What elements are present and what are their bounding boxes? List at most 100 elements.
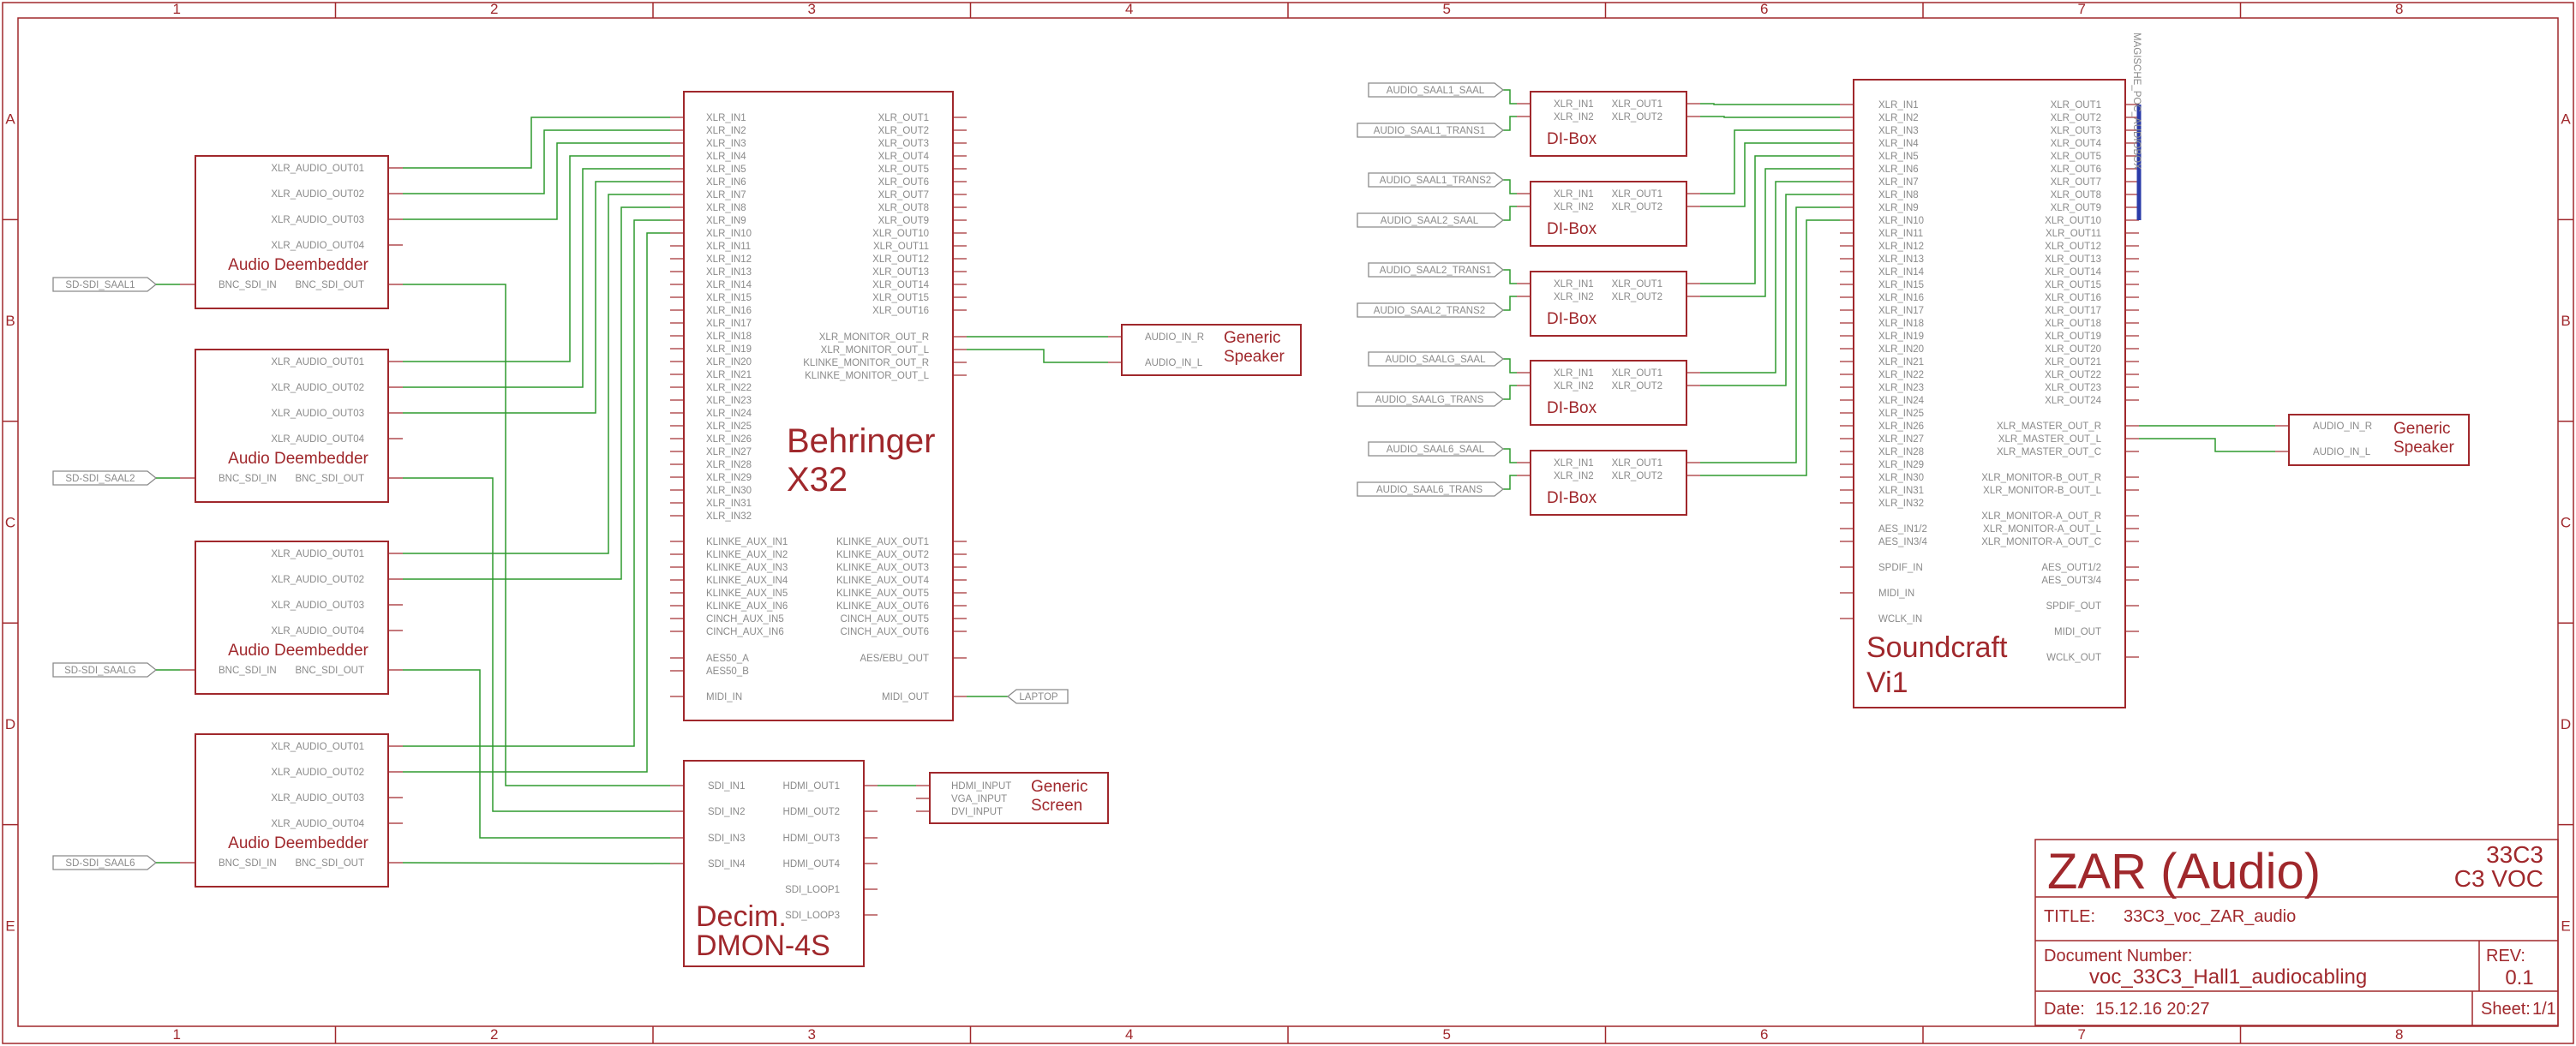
deembedder-box — [195, 541, 389, 695]
zone-row-label: D — [5, 716, 15, 732]
pin-label: XLR_IN2 — [1878, 113, 1919, 123]
zone-column-label: 7 — [2078, 1026, 2086, 1043]
pin-label: XLR_OUT19 — [2045, 332, 2101, 342]
pin-label: XLR_IN7 — [1878, 177, 1919, 188]
pin-label: XLR_IN28 — [706, 460, 752, 470]
tb-label: Date: — [2044, 1000, 2085, 1019]
source-wire — [1503, 269, 1517, 284]
pin-label: XLR_IN23 — [706, 396, 752, 406]
pin-label: XLR_OUT1 — [1612, 458, 1662, 469]
source-wire — [1503, 179, 1517, 194]
audio-source-label: AUDIO_SAAL1_TRANS2 — [1380, 176, 1491, 186]
speaker-title: Speaker — [2393, 439, 2454, 457]
pin-label: XLR_IN2 — [1554, 112, 1594, 123]
pin-label: AES_OUT1/2 — [2041, 563, 2101, 573]
pin-label: AES_IN3/4 — [1878, 537, 1927, 547]
source-wire — [1503, 206, 1517, 221]
laptop-port — [1006, 689, 1069, 704]
pin-label: XLR_OUT16 — [872, 306, 929, 316]
pin-label: XLR_OUT10 — [872, 229, 929, 239]
pin-label: XLR_IN2 — [706, 126, 746, 136]
wire — [403, 194, 670, 554]
wire — [403, 284, 670, 786]
pin-label: XLR_OUT9 — [2051, 203, 2101, 213]
source-wire — [1503, 116, 1517, 131]
pin-label: XLR_OUT1 — [2051, 100, 2101, 111]
pin-label: CINCH_AUX_IN5 — [706, 614, 784, 625]
wire — [1700, 155, 1840, 284]
dibox-title: DI-Box — [1547, 220, 1597, 238]
pin-label: XLR_IN5 — [1878, 152, 1919, 162]
tb-value: 33C3_voc_ZAR_audio — [2124, 907, 2296, 926]
pin-label: BNC_SDI_IN — [219, 666, 277, 676]
pin-label: XLR_OUT5 — [2051, 152, 2101, 162]
pin-label: XLR_IN3 — [1878, 126, 1919, 136]
pin-label: HDMI_OUT1 — [783, 781, 840, 792]
audiobox-bus-label: MAGISCHE_POC_AUDIOBOX — [2131, 33, 2142, 170]
audio-source-port — [1368, 351, 1505, 367]
audio-source-port — [1368, 172, 1505, 188]
zone-row-label: E — [2561, 917, 2570, 934]
pin-label: XLR_IN26 — [706, 434, 752, 445]
dibox-box — [1530, 181, 1687, 247]
pin-label: XLR_OUT5 — [878, 164, 929, 175]
wire — [2139, 438, 2275, 452]
pin-label: XLR_MONITOR-A_OUT_R — [1981, 511, 2101, 522]
wire — [1700, 142, 1840, 207]
speaker-box — [1121, 324, 1302, 376]
wire — [402, 862, 671, 864]
pin-label: CINCH_AUX_IN6 — [706, 627, 784, 637]
zone-column-label: 5 — [1443, 1026, 1451, 1043]
pin-label: XLR_AUDIO_OUT03 — [271, 409, 364, 419]
pin-label: XLR_IN22 — [1878, 370, 1924, 380]
audio-source-port — [1357, 481, 1505, 497]
pin-label: XLR_IN6 — [706, 177, 746, 188]
pin-label: HDMI_INPUT — [951, 781, 1011, 792]
pin-label: AUDIO_IN_R — [1145, 332, 1204, 343]
wire — [967, 349, 1108, 363]
pin-label: XLR_AUDIO_OUT04 — [271, 434, 364, 445]
pin-label: XLR_IN11 — [706, 242, 751, 252]
pin-label: XLR_OUT11 — [2046, 229, 2101, 239]
pin-label: XLR_IN11 — [1878, 229, 1923, 239]
zone-column-label: 6 — [1760, 1, 1768, 17]
pin-label: XLR_OUT18 — [2045, 319, 2101, 329]
pin-label: XLR_AUDIO_OUT02 — [271, 768, 364, 778]
pin-label: XLR_OUT1 — [1612, 99, 1662, 110]
laptop-label: LAPTOP — [1019, 692, 1057, 702]
tb-value: 15.12.16 20:27 — [2095, 1000, 2209, 1019]
pin-label: XLR_OUT2 — [1612, 381, 1662, 392]
deembedder-box — [195, 155, 389, 309]
pin-label: XLR_IN8 — [1878, 190, 1919, 200]
pin-label: XLR_IN1 — [1554, 368, 1594, 379]
pin-label: XLR_IN20 — [1878, 344, 1924, 355]
pin-label: XLR_OUT15 — [872, 293, 929, 303]
pin-label: MIDI_IN — [1878, 589, 1914, 599]
pin-label: XLR_AUDIO_OUT01 — [271, 357, 364, 368]
pin-label: XLR_OUT1 — [1612, 189, 1662, 200]
zone-column-label: 1 — [173, 1026, 181, 1043]
pin-label: XLR_IN1 — [1554, 99, 1594, 110]
pin-label: AES_OUT3/4 — [2041, 576, 2101, 586]
pin-label: SPDIF_OUT — [2046, 601, 2101, 612]
zone-column-label: 8 — [2395, 1026, 2403, 1043]
pin-label: XLR_MASTER_OUT_C — [1997, 447, 2101, 457]
wire — [1700, 206, 1840, 463]
source-wire — [1503, 296, 1517, 311]
pin-label: BNC_SDI_IN — [219, 474, 277, 484]
wire — [1700, 103, 1840, 105]
pin-label: XLR_OUT13 — [872, 267, 929, 278]
zone-row-label: E — [5, 917, 15, 934]
tb-event: C3 VOC — [2454, 865, 2543, 892]
pin-label: KLINKE_AUX_IN2 — [706, 550, 788, 560]
source-wire — [1503, 475, 1517, 490]
pin-label: KLINKE_AUX_OUT5 — [836, 589, 929, 599]
pin-label: XLR_IN12 — [706, 254, 752, 265]
pin-label: XLR_OUT8 — [878, 203, 929, 213]
tb-value: voc_33C3_Hall1_audiocabling — [2089, 965, 2367, 989]
pin-label: XLR_IN6 — [1878, 164, 1919, 175]
